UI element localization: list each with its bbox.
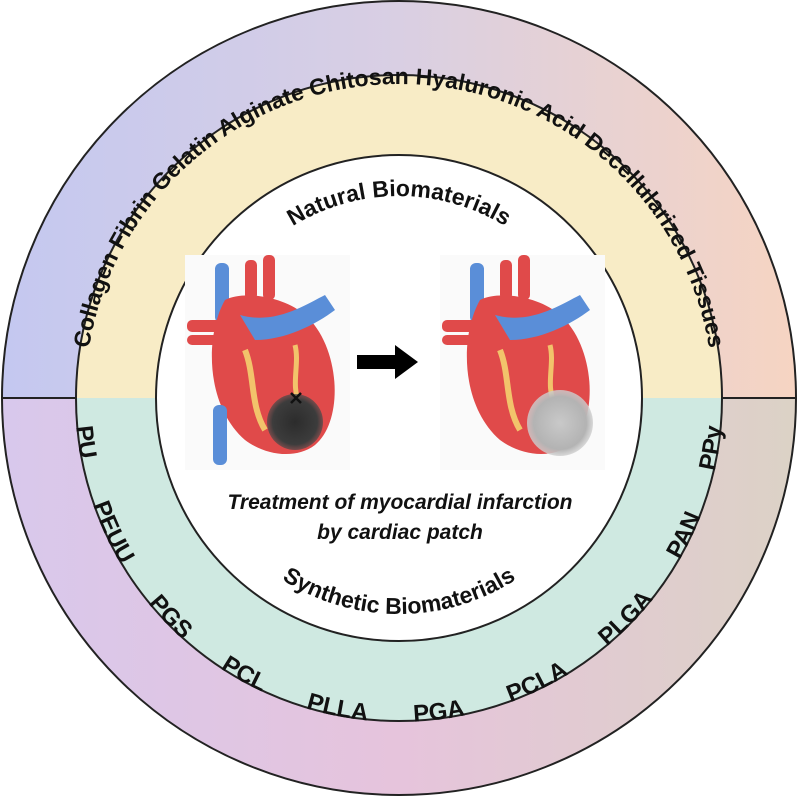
right-arrow-icon: [357, 345, 418, 379]
center-caption: Treatment of myocardial infarction by ca…: [170, 488, 630, 548]
caption-line-2: by cardiac patch: [317, 521, 483, 544]
synthetic-item-pu: PU: [70, 424, 101, 460]
infarcted-heart-icon: [185, 255, 350, 470]
caption-line-1: Treatment of myocardial infarction: [227, 491, 573, 514]
patched-heart-icon: [440, 255, 605, 470]
